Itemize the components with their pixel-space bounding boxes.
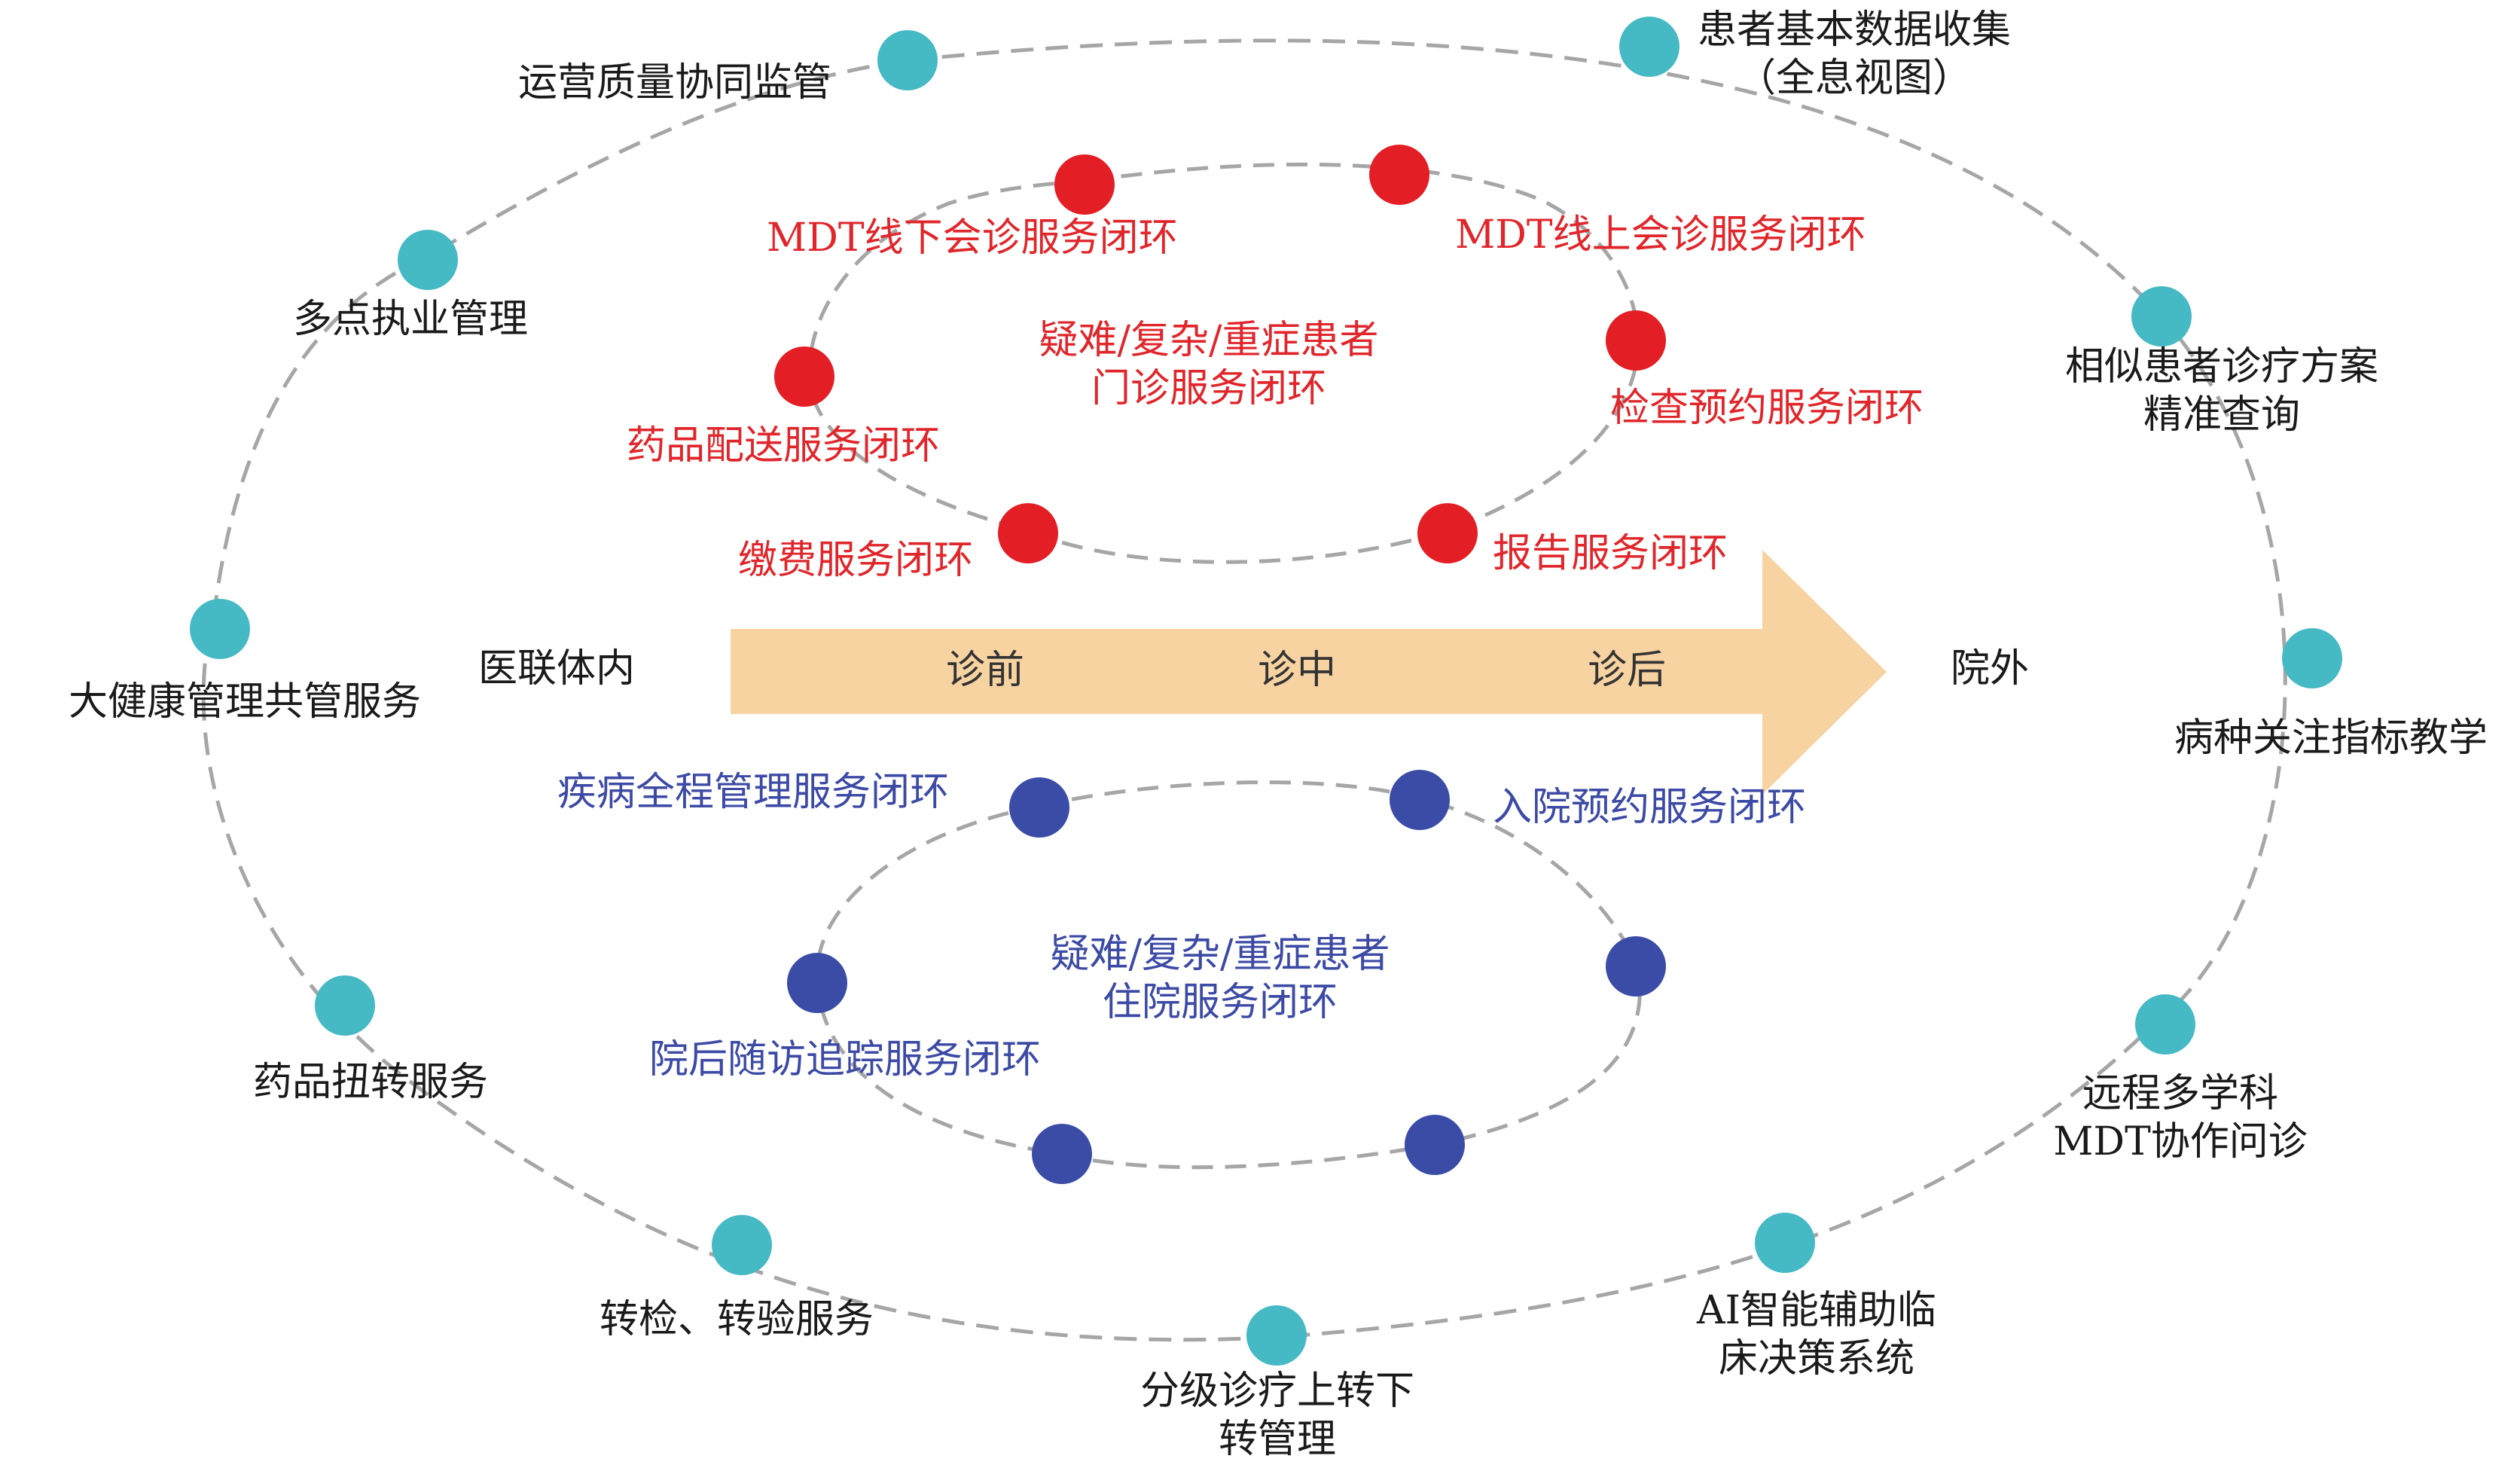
outer-node-8 xyxy=(712,1215,772,1275)
red-node-2 xyxy=(1369,145,1429,205)
outpatient-center-line1: 疑难/复杂/重症患者 xyxy=(1039,318,1379,363)
outer-label-6-line1: AI智能辅助临 xyxy=(1696,1288,1937,1333)
outer-label-3: 相似患者诊疗方案 精准查询 xyxy=(2065,343,2378,439)
red-label-1: MDT线下会诊服务闭环 xyxy=(767,215,1178,261)
outer-node-6 xyxy=(1755,1213,1815,1273)
inpatient-center-line1: 疑难/复杂/重症患者 xyxy=(1050,932,1390,977)
outer-label-5-line2: MDT协作问诊 xyxy=(2053,1119,2308,1164)
outer-label-4: 病种关注指标教学 xyxy=(2174,716,2488,761)
red-node-4 xyxy=(1417,503,1478,563)
process-arrow xyxy=(731,550,1887,795)
blue-label-2: 入院预约服务闭环 xyxy=(1493,785,1807,830)
outer-label-6: AI智能辅助临 床决策系统 xyxy=(1697,1286,1936,1383)
outer-label-1: 运营质量协同监管 xyxy=(518,60,832,105)
outer-label-9: 药品扭转服务 xyxy=(252,1060,489,1105)
outer-label-5-line1: 远程多学科 xyxy=(2082,1071,2278,1116)
outer-node-4 xyxy=(2282,628,2342,688)
outer-label-2-line2: （全息视图） xyxy=(1736,56,1972,101)
axis-right-label: 院外 xyxy=(1951,646,2030,691)
outer-label-7-line2: 转管理 xyxy=(1218,1417,1337,1462)
outer-node-10 xyxy=(190,599,250,659)
axis-left-label: 医联体内 xyxy=(478,646,636,691)
blue-label-3: 院后随访追踪服务闭环 xyxy=(649,1037,1042,1082)
outer-label-2-line1: 患者基本数据收集 xyxy=(1697,8,2012,53)
outer-label-8: 转检、转验服务 xyxy=(599,1297,874,1342)
outer-label-6-line2: 床决策系统 xyxy=(1718,1336,1915,1381)
outer-label-5: 远程多学科 MDT协作问诊 xyxy=(2053,1070,2308,1166)
outer-label-7: 分级诊疗上转下 转管理 xyxy=(1140,1367,1414,1463)
blue-node-2 xyxy=(1390,770,1450,830)
inpatient-center-line2: 住院服务闭环 xyxy=(1102,980,1338,1025)
outer-label-7-line1: 分级诊疗上转下 xyxy=(1139,1369,1415,1414)
red-node-3 xyxy=(1606,310,1666,371)
outer-node-1 xyxy=(877,30,938,90)
blue-node-4 xyxy=(1405,1115,1465,1175)
outer-node-9 xyxy=(315,975,375,1036)
outer-label-10: 大健康管理共管服务 xyxy=(68,679,422,725)
outer-label-3-line2: 精准查询 xyxy=(2143,392,2301,438)
red-node-6 xyxy=(774,346,834,407)
outpatient-center-label: 疑难/复杂/重症患者 门诊服务闭环 xyxy=(1039,316,1378,413)
outer-ring-path xyxy=(201,38,2287,1342)
outer-node-5 xyxy=(2135,994,2195,1054)
stage-mid-label: 诊中 xyxy=(1257,648,1337,693)
red-label-3: 检查预约服务闭环 xyxy=(1610,386,1924,431)
outer-label-11: 多点执业管理 xyxy=(292,297,529,342)
stage-pre-label: 诊前 xyxy=(945,648,1025,693)
blue-node-6 xyxy=(787,953,847,1013)
outpatient-center-line2: 门诊服务闭环 xyxy=(1091,366,1327,411)
red-node-5 xyxy=(998,503,1058,563)
outer-label-2: 患者基本数据收集 （全息视图） xyxy=(1698,6,2011,102)
red-label-5: 缴费服务闭环 xyxy=(738,538,974,583)
outer-node-2 xyxy=(1619,17,1679,77)
blue-node-5 xyxy=(1032,1124,1092,1184)
inpatient-center-label: 疑难/复杂/重症患者 住院服务闭环 xyxy=(1050,930,1390,1027)
red-label-4: 报告服务闭环 xyxy=(1493,531,1728,576)
stage-post-label: 诊后 xyxy=(1587,648,1667,693)
blue-node-1 xyxy=(1009,777,1069,838)
outer-node-11 xyxy=(398,230,458,290)
outer-node-7 xyxy=(1246,1305,1307,1366)
outer-node-3 xyxy=(2131,286,2192,346)
red-node-1 xyxy=(1054,154,1115,215)
outpatient-loop-path xyxy=(807,162,1640,564)
red-label-2: MDT线上会诊服务闭环 xyxy=(1455,212,1866,258)
outer-label-3-line1: 相似患者诊疗方案 xyxy=(2064,344,2379,389)
blue-label-1: 疾病全程管理服务闭环 xyxy=(557,770,950,815)
blue-node-3 xyxy=(1606,936,1666,996)
red-label-6: 药品配送服务闭环 xyxy=(627,423,941,468)
